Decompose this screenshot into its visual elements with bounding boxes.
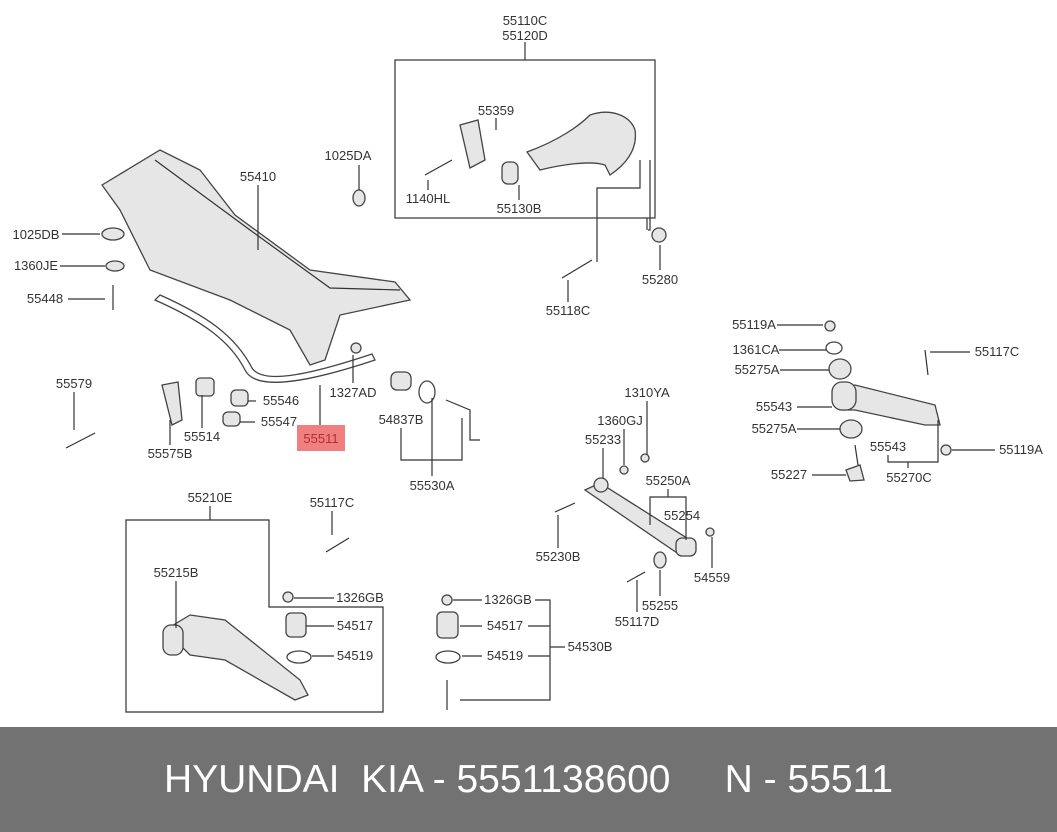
part-label[interactable]: 1327AD: [330, 385, 377, 400]
part-label[interactable]: 55130B: [497, 201, 542, 216]
part-label[interactable]: 55118C: [546, 303, 591, 318]
part-label[interactable]: 1360GJ: [597, 413, 643, 428]
part-label[interactable]: 55275A: [735, 362, 780, 377]
part-label[interactable]: 55514: [184, 429, 220, 444]
part-label[interactable]: 55230B: [536, 549, 581, 564]
part-label[interactable]: 55215B: [154, 565, 199, 580]
part-label[interactable]: 55117C: [975, 344, 1020, 359]
part-label[interactable]: 55119A: [999, 442, 1043, 457]
part-label[interactable]: 54519: [487, 648, 523, 663]
part-label[interactable]: 55543: [756, 399, 792, 414]
part-label[interactable]: 55546: [263, 393, 299, 408]
part-label[interactable]: 54519: [337, 648, 373, 663]
part-label[interactable]: 55110C: [503, 13, 548, 28]
part-label[interactable]: 55233: [585, 432, 621, 447]
part-label[interactable]: 55117D: [615, 614, 660, 629]
part-label[interactable]: 55210E: [188, 490, 233, 505]
part-label[interactable]: 1326GB: [336, 590, 384, 605]
part-label[interactable]: 54517: [487, 618, 523, 633]
upper-arm-part: [525, 111, 637, 176]
part-label[interactable]: 55543: [870, 439, 906, 454]
part-labels: 55110C 55120D 55359 1140HL 55130B 55118C…: [13, 13, 1044, 663]
part-label[interactable]: 1360JE: [14, 258, 58, 273]
part-number-footer: HYUNDAI KIA - 5551138600 N - 55511: [0, 727, 1057, 832]
part-label[interactable]: 54559: [694, 570, 730, 585]
part-label[interactable]: 55120D: [502, 28, 548, 43]
part-label[interactable]: 54530B: [568, 639, 613, 654]
part-label[interactable]: 54837B: [379, 412, 424, 427]
part-label[interactable]: 1025DB: [13, 227, 60, 242]
part-label[interactable]: 55448: [27, 291, 63, 306]
parts-diagram: 55110C 55120D 55359 1140HL 55130B 55118C…: [13, 13, 1044, 713]
part-label[interactable]: 55250A: [646, 473, 691, 488]
part-label[interactable]: 55254: [664, 508, 700, 523]
part-label[interactable]: 55579: [56, 376, 92, 391]
part-label[interactable]: 1025DA: [325, 148, 372, 163]
part-label[interactable]: 55575B: [148, 446, 193, 461]
part-label[interactable]: 55410: [240, 169, 276, 184]
part-label[interactable]: 55547: [261, 414, 297, 429]
part-label[interactable]: 1140HL: [406, 191, 451, 206]
part-label[interactable]: 1326GB: [484, 592, 532, 607]
part-label[interactable]: 55530A: [410, 478, 455, 493]
part-label[interactable]: 1361CA: [733, 342, 780, 357]
stabilizer-bar-part: [153, 294, 376, 383]
part-label[interactable]: 55227: [771, 467, 807, 482]
part-label[interactable]: 55359: [478, 103, 514, 118]
lower-arm-group-box: [125, 519, 384, 713]
part-label[interactable]: 55255: [642, 598, 678, 613]
part-label[interactable]: 55117C: [310, 495, 355, 510]
leader-lines: [60, 42, 995, 701]
part-label-highlighted[interactable]: 55511: [303, 431, 338, 446]
part-label[interactable]: 1310YA: [624, 385, 670, 400]
footer-text: HYUNDAI KIA - 5551138600 N - 55511: [163, 757, 894, 801]
part-label[interactable]: 55119A: [732, 317, 776, 332]
part-label[interactable]: 55280: [642, 272, 678, 287]
part-label[interactable]: 55275A: [752, 421, 797, 436]
part-label[interactable]: 55270C: [886, 470, 932, 485]
crossmember-part: [101, 149, 412, 366]
part-label[interactable]: 54517: [337, 618, 373, 633]
highlight-box: [297, 425, 345, 451]
